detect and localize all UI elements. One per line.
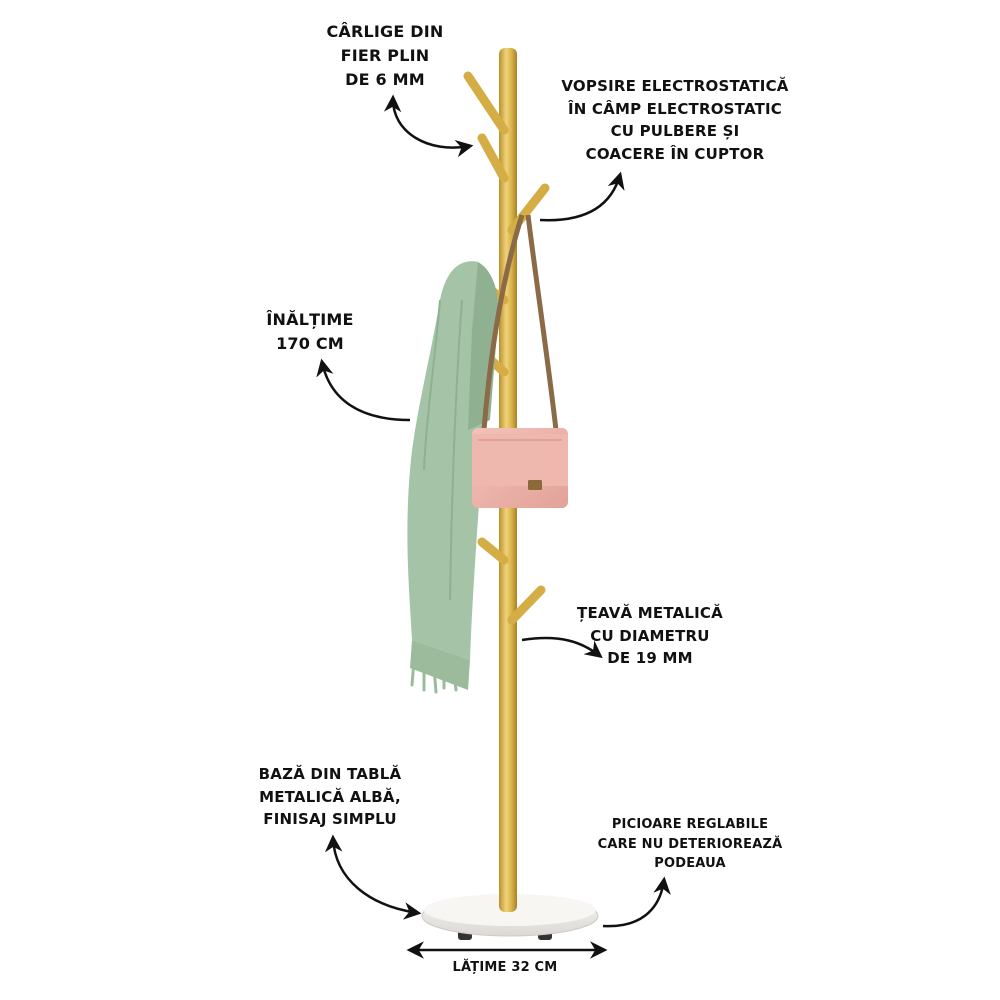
label-paint-line: COACERE ÎN CUPTOR [585, 144, 765, 163]
label-hooks-line: DE 6 MM [345, 70, 425, 89]
label-hooks: CÂRLIGE DIN FIER PLIN DE 6 MM [300, 20, 470, 92]
label-base-line: METALICĂ ALBĂ, [259, 787, 401, 806]
label-width: LĂȚIME 32 CM [430, 958, 580, 978]
label-height-line: ÎNĂLȚIME [266, 310, 354, 329]
label-base-line: FINISAJ SIMPLU [263, 810, 397, 828]
arrow-feet [602, 876, 671, 928]
handbag [472, 214, 568, 508]
label-base: BAZĂ DIN TABLĂ METALICĂ ALBĂ, FINISAJ SI… [240, 763, 420, 831]
arrow-hooks [383, 94, 474, 158]
label-paint-line: ÎN CÂMP ELECTROSTATIC [567, 99, 783, 118]
label-tube-line: ȚEAVĂ METALICĂ [577, 604, 723, 622]
label-hooks-line: FIER PLIN [340, 46, 430, 65]
label-base-line: BAZĂ DIN TABLĂ [258, 765, 402, 783]
arrow-base [324, 834, 422, 920]
callout-arrows [316, 94, 671, 959]
label-paint-line: CU PULBERE ȘI [610, 122, 740, 140]
label-width-line: LĂȚIME 32 CM [452, 960, 558, 975]
label-feet-line: PICIOARE REGLABILE [611, 817, 769, 832]
label-height-line: 170 CM [276, 334, 344, 353]
label-paint: VOPSIRE ELECTROSTATICĂ ÎN CÂMP ELECTROST… [545, 75, 805, 165]
arrow-height [316, 358, 411, 422]
label-height: ÎNĂLȚIME 170 CM [250, 308, 370, 356]
label-paint-line: VOPSIRE ELECTROSTATICĂ [561, 77, 789, 95]
label-tube-line: CU DIAMETRU [590, 626, 710, 645]
arrow-tube [521, 636, 603, 659]
label-tube-line: DE 19 MM [607, 649, 693, 667]
label-feet-line: CARE NU DETERIOREAZĂ [597, 836, 783, 852]
label-feet-line: PODEAUA [654, 856, 726, 871]
label-hooks-line: CÂRLIGE DIN [326, 22, 444, 41]
label-feet: PICIOARE REGLABILE CARE NU DETERIOREAZĂ … [590, 815, 790, 874]
scarf [407, 261, 499, 694]
label-tube: ȚEAVĂ METALICĂ CU DIAMETRU DE 19 MM [570, 602, 730, 670]
arrow-paint [539, 171, 625, 222]
